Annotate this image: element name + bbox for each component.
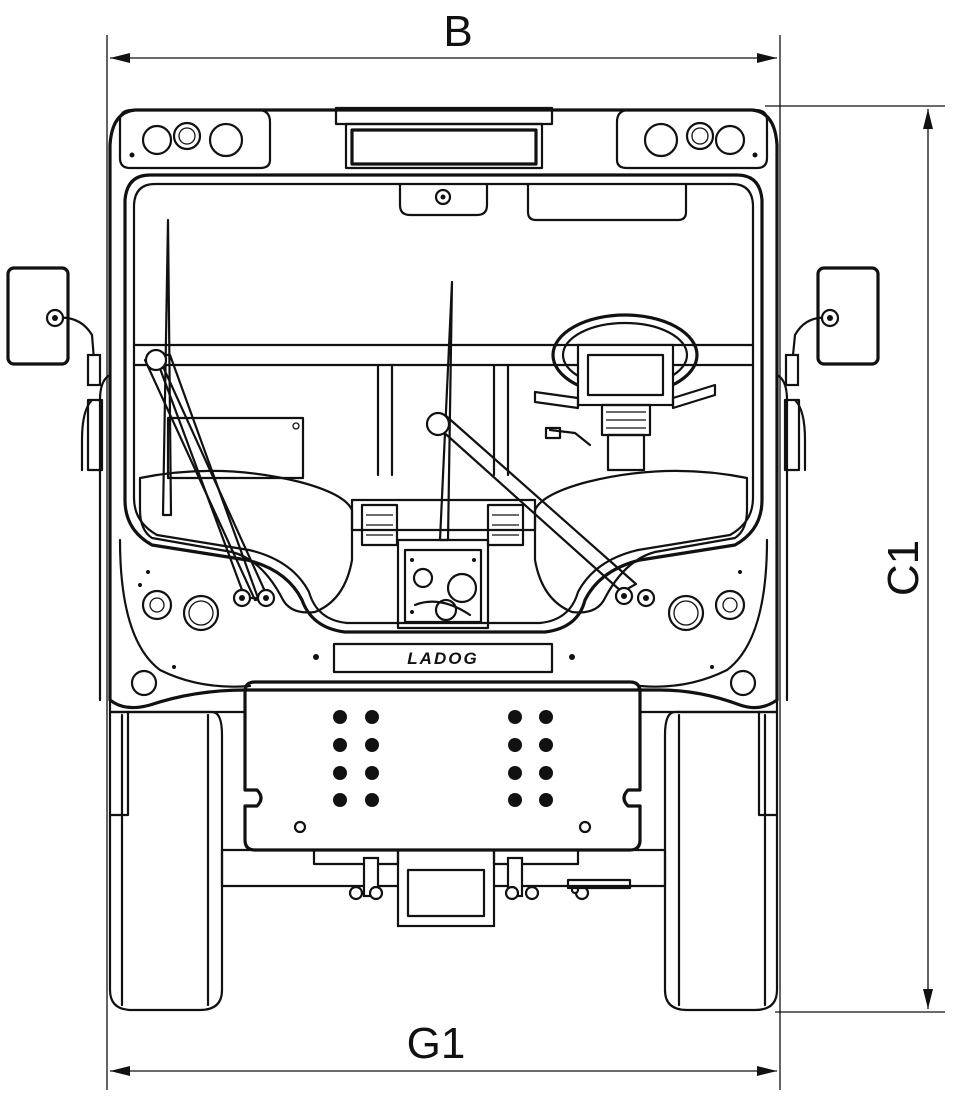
right-side-mirror bbox=[783, 266, 880, 472]
windshield bbox=[123, 173, 764, 634]
dimension-g1-label: G1 bbox=[407, 1019, 466, 1068]
dimension-b-label: B bbox=[443, 7, 472, 56]
front-axle bbox=[220, 848, 667, 928]
headlights bbox=[130, 570, 757, 697]
cab-body bbox=[98, 108, 789, 710]
mounting-holes-left bbox=[333, 710, 379, 807]
logo-plate: LADOG bbox=[332, 642, 554, 674]
dimension-c1-label: C1 bbox=[879, 540, 928, 596]
brand-logo-text: LADOG bbox=[407, 649, 478, 668]
dimension-c1: C1 bbox=[765, 105, 945, 1013]
left-wheel bbox=[108, 710, 224, 1012]
front-mounting-plate bbox=[243, 680, 642, 852]
left-side-mirror bbox=[6, 266, 104, 472]
body-skirts bbox=[108, 698, 779, 817]
roof-lights bbox=[118, 106, 769, 170]
mounting-holes-right bbox=[508, 710, 553, 807]
dimension-b: B bbox=[106, 7, 781, 1090]
dimension-g1: G1 bbox=[110, 1019, 777, 1076]
windshield-wipers bbox=[143, 218, 656, 608]
right-wheel bbox=[663, 710, 779, 1012]
steering-wheel bbox=[533, 313, 717, 472]
